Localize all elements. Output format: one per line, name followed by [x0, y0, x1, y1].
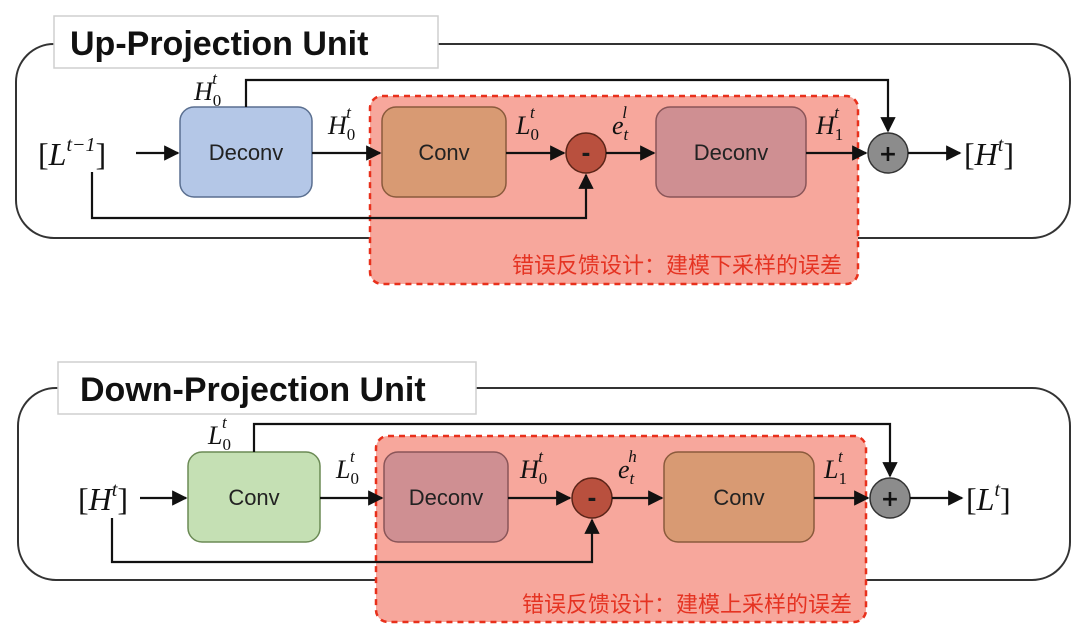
up-error-label: etl — [612, 103, 630, 144]
down-label-after-conv: L0t — [335, 447, 359, 488]
down-output-label: [Lt] — [966, 479, 1011, 517]
up-label-after-deconv: H0t — [327, 103, 355, 144]
up-output-label: [Ht] — [964, 134, 1014, 172]
up-label-after-deconv-2: H1t — [815, 103, 843, 144]
down-label-after-conv-2: L1t — [823, 447, 847, 488]
down-label-after-deconv: H0t — [519, 447, 547, 488]
down-conv-block-1-label: Conv — [228, 485, 279, 510]
down-minus-symbol: - — [587, 487, 596, 512]
down-plus-symbol: + — [881, 487, 899, 512]
up-input-label: [Lt−1] — [38, 134, 106, 172]
up-title-box — [53, 15, 439, 69]
down-unit-title: Down-Projection Unit — [80, 371, 426, 409]
up-minus-symbol: - — [581, 142, 590, 167]
up-input-bypass — [90, 172, 594, 220]
up-skip-label: H0t — [193, 69, 221, 110]
up-label-after-conv: L0t — [515, 103, 539, 144]
down-conv-block-2-label: Conv — [713, 485, 764, 510]
up-unit-title: Up-Projection Unit — [70, 25, 368, 63]
up-annotation: 错误反馈设计：建模下采样的误差 — [512, 254, 842, 279]
down-input-label: [Ht] — [78, 479, 128, 517]
up-conv-block-label: Conv — [418, 140, 469, 165]
up-skip-connection — [244, 78, 896, 133]
down-title-box — [57, 361, 477, 415]
down-projection-unit: Down-Projection Unit [Ht] Conv Deconv Co… — [17, 361, 1071, 624]
down-skip-connection — [252, 422, 898, 478]
down-deconv-block-label: Deconv — [409, 485, 484, 510]
down-annotation: 错误反馈设计：建模上采样的误差 — [522, 593, 852, 618]
up-plus-symbol: + — [879, 142, 897, 167]
down-skip-label: L0t — [207, 413, 231, 454]
up-deconv-block-2-label: Deconv — [694, 140, 769, 165]
down-input-bypass — [110, 518, 600, 564]
up-projection-unit: Up-Projection Unit [Lt−1] Deconv Conv De… — [15, 15, 1071, 286]
up-deconv-block-1-label: Deconv — [209, 140, 284, 165]
down-error-label: eth — [618, 447, 637, 488]
